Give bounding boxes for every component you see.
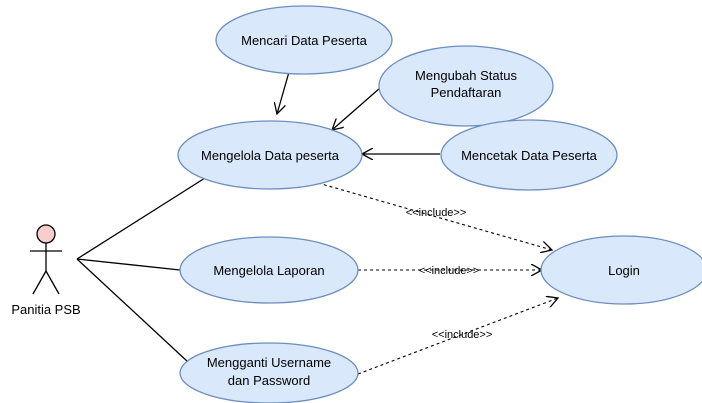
include-label-2: <<include>> [419, 265, 480, 277]
include-label-1: <<include>> [406, 207, 467, 219]
actor-head [36, 224, 56, 244]
actor-label: Panitia PSB [11, 302, 80, 317]
arrow-mencari-to-mengelola [277, 71, 290, 114]
arrow-mengubah-to-mengelola [332, 87, 381, 130]
include-line-mengelola-data-to-login [317, 182, 552, 250]
use-case-mengelola-data-peserta: Mengelola Data peserta [177, 120, 363, 190]
association-line-mengelola-laporan [76, 258, 181, 271]
use-case-mencetak-label: Mencetak Data Peserta [461, 148, 598, 163]
use-case-mencari-label: Mencari Data Peserta [241, 33, 367, 48]
use-case-mengelola-laporan-label: Mengelola Laporan [213, 263, 324, 278]
use-case-mengelola-laporan: Mengelola Laporan [179, 236, 359, 304]
use-case-mengubah-status-pendaftaran: Mengubah Status Pendaftaran [378, 45, 554, 127]
actor-panitia-psb: Panitia PSB [11, 224, 81, 317]
use-case-mengubah-label-1: Mengubah Status [415, 68, 517, 83]
use-case-login-label: Login [608, 263, 640, 278]
actor-right-leg [45, 270, 60, 295]
association-line-mengelola-data [76, 177, 206, 260]
use-case-mencari-data-peserta: Mencari Data Peserta [215, 5, 393, 75]
use-case-mengganti-label-1: Mengganti Username [207, 355, 331, 370]
use-case-mencetak-data-peserta: Mencetak Data Peserta [440, 119, 618, 191]
use-case-mengganti-username-password: Mengganti Username dan Password [179, 342, 359, 403]
include-label-3: <<include>> [432, 329, 493, 341]
use-case-mengubah-label-2: Pendaftaran [431, 85, 502, 100]
association-line-mengganti [76, 258, 189, 363]
use-case-mengelola-data-label: Mengelola Data peserta [201, 148, 340, 163]
use-case-mengganti-label-2: dan Password [228, 373, 310, 388]
use-case-login: Login [540, 235, 702, 305]
actor-left-leg [32, 270, 47, 295]
